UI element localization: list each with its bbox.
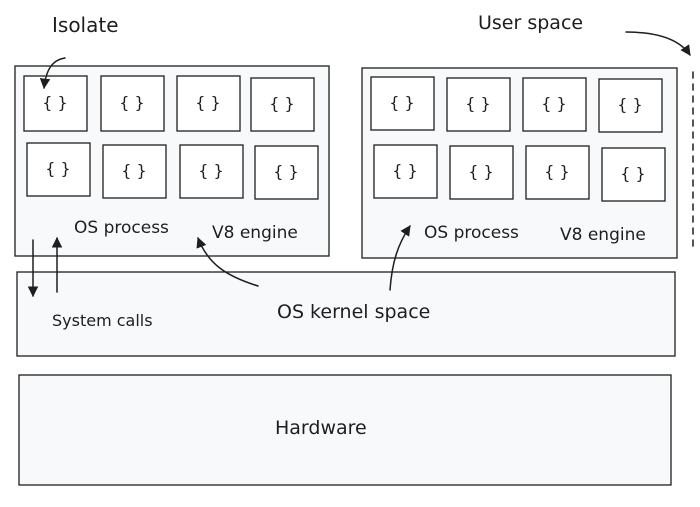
isolate-box: { } — [102, 144, 167, 199]
isolate-box: { } — [100, 75, 165, 132]
isolate-glyph: { } — [544, 162, 569, 181]
isolate-glyph: { } — [465, 94, 490, 113]
isolate-glyph: { } — [42, 93, 67, 112]
kernel-to-left-process-arrow — [196, 237, 259, 287]
v8-engine-label: V8 engine — [212, 223, 298, 243]
isolate-box: { } — [449, 145, 514, 200]
hardware-label: Hardware — [275, 417, 367, 439]
isolate-box: { } — [250, 77, 315, 132]
isolate-glyph: { } — [392, 161, 417, 180]
os-process-label: OS process — [424, 223, 519, 243]
isolate-box: { } — [23, 75, 88, 132]
isolate-box: { } — [370, 76, 435, 131]
isolate-glyph: { } — [121, 161, 146, 180]
isolate-box: { } — [598, 78, 663, 133]
isolate-box: { } — [446, 77, 511, 132]
isolate-box: { } — [26, 142, 91, 197]
hardware-band: Hardware — [18, 374, 672, 486]
left-os-process-panel: { } { } { } { } { } { } — [14, 65, 330, 257]
isolate-box: { } — [254, 145, 319, 200]
isolate-glyph: { } — [468, 162, 493, 181]
isolate-glyph: { } — [198, 161, 223, 180]
isolate-glyph: { } — [269, 94, 294, 113]
isolate-pointer-arrow — [39, 57, 66, 90]
right-os-process-panel: { } { } { } { } { } { } — [361, 67, 678, 259]
user-space-pointer-arrow — [625, 31, 691, 56]
isolate-box: { } — [179, 144, 244, 199]
isolate-glyph: { } — [620, 164, 645, 183]
isolate-label: Isolate — [52, 13, 119, 37]
v8-engine-label: V8 engine — [560, 225, 646, 245]
system-calls-label: System calls — [52, 311, 153, 330]
isolate-box: { } — [525, 145, 590, 200]
kernel-space-label: OS kernel space — [277, 301, 430, 323]
user-space-label: User space — [478, 12, 583, 34]
os-process-label: OS process — [74, 218, 169, 238]
left-isolate-grid: { } { } { } { } { } { } — [23, 75, 319, 200]
isolate-box: { } — [601, 147, 666, 202]
isolate-glyph: { } — [45, 159, 70, 178]
isolate-glyph: { } — [195, 93, 220, 112]
isolate-box: { } — [522, 77, 587, 132]
right-isolate-grid: { } { } { } { } { } { } — [370, 76, 666, 202]
isolate-glyph: { } — [389, 93, 414, 112]
kernel-space-band: OS kernel space System calls — [16, 271, 676, 357]
isolate-glyph: { } — [617, 95, 642, 114]
isolate-glyph: { } — [273, 162, 298, 181]
isolate-glyph: { } — [119, 93, 144, 112]
isolate-glyph: { } — [541, 94, 566, 113]
kernel-to-right-process-arrow — [389, 225, 411, 291]
isolate-box: { } — [373, 144, 438, 199]
isolate-box: { } — [176, 75, 241, 132]
